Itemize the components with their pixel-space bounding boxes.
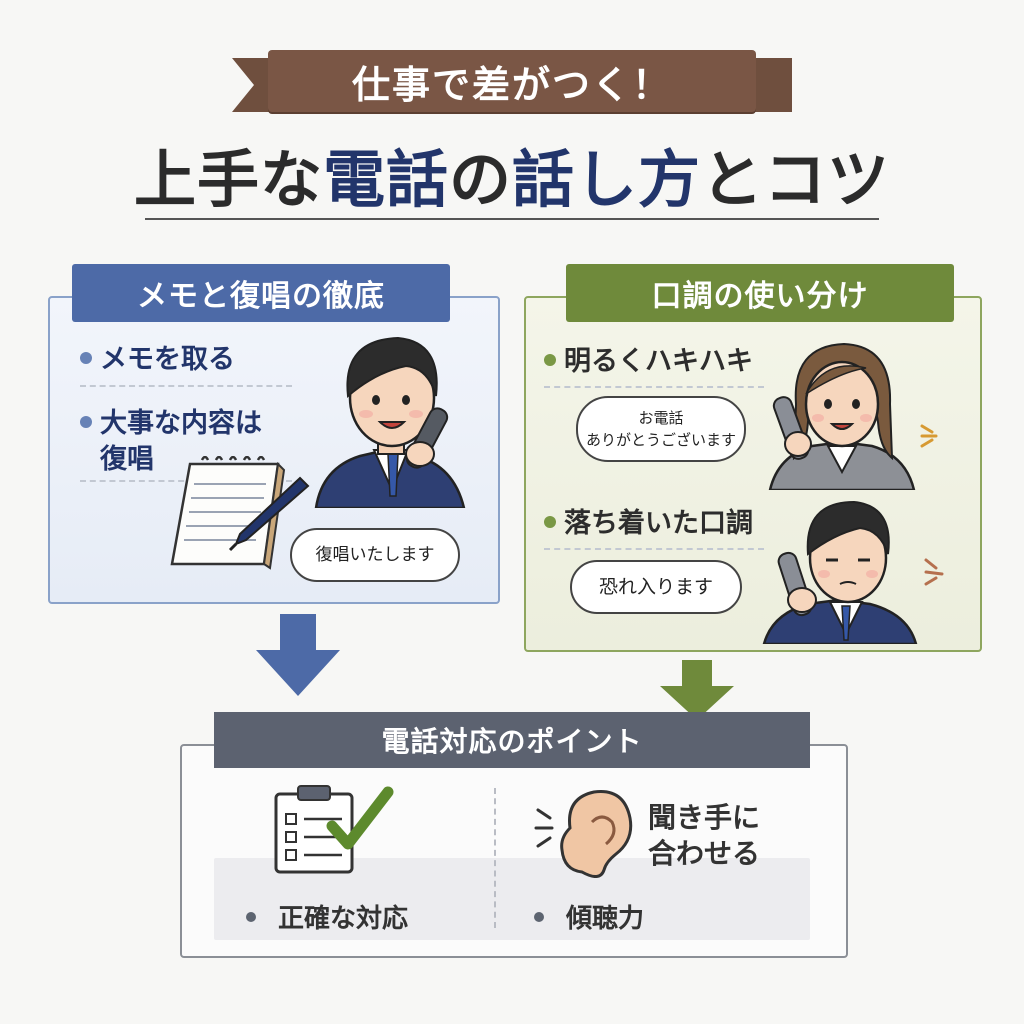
tone-panel-title: 口調の使い分け bbox=[566, 264, 954, 322]
tone-bullet-2: 落ち着いた口調 bbox=[544, 506, 753, 542]
ear-icon bbox=[534, 790, 633, 878]
speech-bubble-repeat: 復唱いたします bbox=[290, 528, 460, 582]
divider bbox=[544, 386, 764, 388]
notepad-icon bbox=[170, 456, 310, 570]
memo-panel-title: メモと復唱の徹底 bbox=[72, 264, 450, 322]
businessman-on-phone-illustration bbox=[314, 336, 466, 508]
point-label-listening: 傾聴力 bbox=[534, 898, 644, 935]
memo-bullet-1: メモを取る bbox=[80, 342, 235, 378]
title-part-highlight-phone: 電話 bbox=[322, 143, 449, 216]
memo-bullet-2: 大事な内容は bbox=[80, 406, 262, 442]
point-label-accuracy-text: 正確な対応 bbox=[278, 904, 409, 934]
speech-bubble-thanks: お電話 ありがとうございます bbox=[576, 396, 746, 462]
listener-text-line-1: 聞き手に bbox=[648, 801, 761, 834]
bubble-thanks-line-2: ありがとうございます bbox=[585, 431, 736, 449]
page-title: 上手な 電話 の 話し方 とコツ bbox=[100, 134, 924, 216]
bubble-thanks-line-1: お電話 bbox=[638, 409, 684, 427]
calm-businessman-on-phone-illustration bbox=[762, 500, 918, 644]
title-part-highlight-speaking: 話し方 bbox=[512, 143, 702, 216]
bullet-dot bbox=[544, 353, 556, 366]
title-part-pre: 上手な bbox=[133, 143, 323, 216]
checklist-icon bbox=[274, 785, 394, 874]
title-underline bbox=[145, 218, 879, 220]
listener-text: 聞き手に 合わせる bbox=[648, 800, 760, 872]
businesswoman-on-phone-illustration bbox=[768, 342, 916, 490]
divider bbox=[80, 385, 292, 387]
bullet-dot bbox=[80, 351, 92, 364]
sweat-lines-icon bbox=[924, 558, 944, 586]
title-part-mid: の bbox=[448, 143, 512, 216]
bullet-dot bbox=[534, 911, 544, 922]
listener-text-line-2: 合わせる bbox=[648, 837, 761, 870]
header-ribbon: 仕事で差がつく！ bbox=[268, 50, 756, 112]
down-arrow-blue-icon bbox=[256, 614, 340, 696]
title-part-post: とコツ bbox=[701, 143, 891, 216]
divider bbox=[544, 548, 764, 550]
point-label-accuracy: 正確な対応 bbox=[246, 898, 408, 935]
tone-bullet-1-text: 明るくハキハキ bbox=[564, 346, 753, 377]
bullet-dot bbox=[544, 515, 556, 528]
memo-bullet-2-cont: 復唱 bbox=[100, 444, 154, 475]
point-label-listening-text: 傾聴力 bbox=[566, 904, 645, 934]
tone-bullet-1: 明るくハキハキ bbox=[544, 344, 753, 380]
tone-bullet-2-text: 落ち着いた口調 bbox=[564, 508, 753, 539]
points-section-title: 電話対応のポイント bbox=[214, 712, 810, 768]
down-arrow-green-icon bbox=[660, 660, 734, 720]
memo-bullet-1-text: メモを取る bbox=[100, 344, 235, 375]
sparkle-lines-icon bbox=[920, 424, 938, 448]
vertical-divider bbox=[494, 788, 496, 928]
speech-bubble-excuse-me: 恐れ入ります bbox=[570, 560, 742, 614]
bullet-dot bbox=[246, 911, 256, 922]
memo-bullet-2-text: 大事な内容は bbox=[100, 408, 262, 439]
bullet-dot bbox=[80, 415, 92, 428]
